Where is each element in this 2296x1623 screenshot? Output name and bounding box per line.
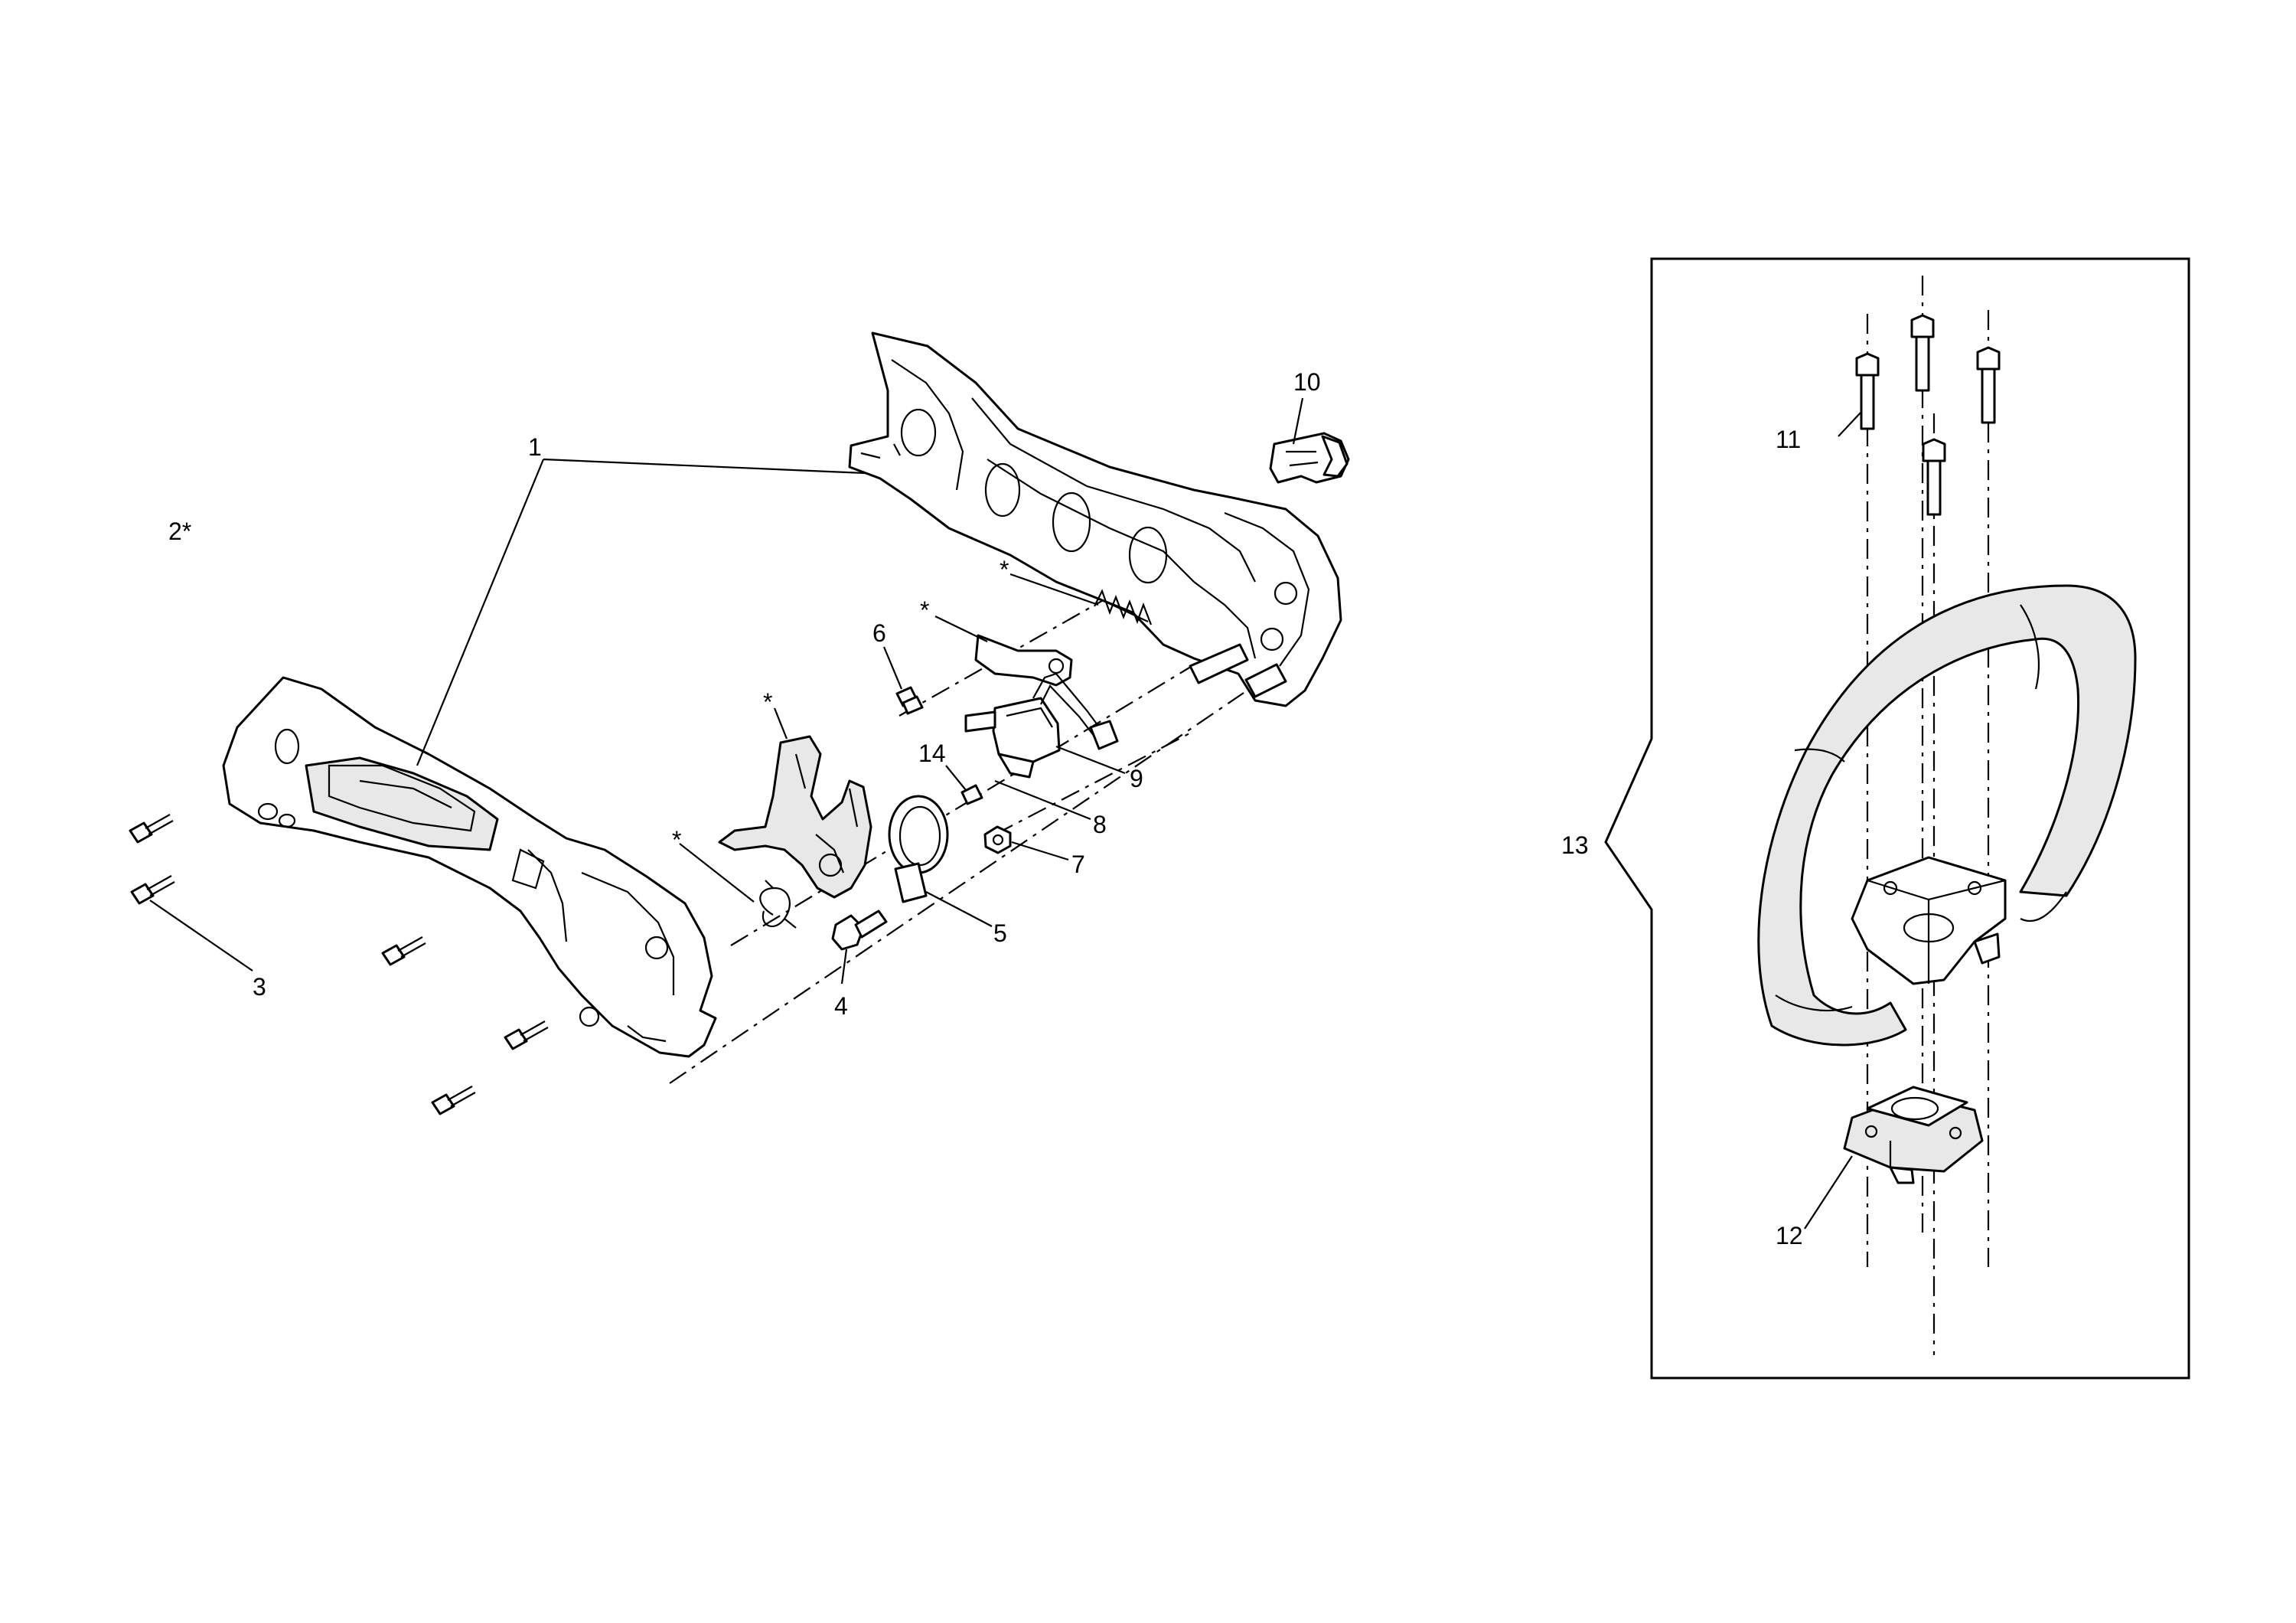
leader-locklever (773, 707, 788, 740)
part-6-screw (895, 686, 924, 715)
lower-housing-half (222, 676, 717, 1058)
leader-11 (1838, 411, 1862, 437)
bolt-c (1976, 346, 2001, 424)
leader-lever (934, 616, 988, 642)
detail-frame (1604, 257, 2190, 1380)
lock-lever (718, 735, 872, 899)
screw-a (129, 814, 174, 844)
callout-2: 2* (168, 518, 191, 545)
leader-8 (994, 779, 1091, 821)
bolt-b (1910, 314, 1935, 392)
callout-11: 11 (1776, 426, 1801, 453)
callout-10: 10 (1293, 368, 1321, 396)
callout-4: 4 (834, 992, 848, 1020)
leader-spring (1009, 573, 1099, 606)
callout-9: 9 (1130, 765, 1143, 792)
leader-torsion (679, 843, 755, 903)
rocker-lever (974, 634, 1073, 687)
bolt-d (1922, 438, 1946, 516)
part-5-clamp (888, 795, 949, 903)
callout-14: 14 (918, 740, 946, 767)
callout-8: 8 (1093, 811, 1107, 838)
leader-3a (149, 900, 253, 972)
callout-6: 6 (872, 619, 886, 647)
part-9-switch-assembly (964, 672, 1119, 779)
mark-lock-lever: * (763, 688, 772, 716)
callout-1: 1 (528, 433, 542, 461)
part-11-bolts (1855, 314, 2001, 516)
bolt-a (1855, 352, 1880, 430)
part-14-screw (960, 784, 983, 805)
leader-14 (945, 765, 967, 791)
callout-13: 13 (1561, 831, 1589, 859)
callout-3: 3 (253, 973, 266, 1001)
mark-spring: * (1000, 556, 1009, 583)
mark-lever: * (920, 596, 929, 624)
leader-9 (1055, 745, 1126, 775)
mark-torsion-spring: * (672, 826, 681, 854)
leader-7 (1011, 841, 1069, 861)
leader-6 (882, 646, 903, 690)
leader-12 (1804, 1155, 1853, 1229)
leader-4 (840, 949, 848, 985)
part-12-clamp-base (1843, 1086, 1984, 1184)
screw-e (431, 1086, 476, 1115)
upper-housing-half (848, 331, 1342, 707)
part-10-connector (1269, 432, 1350, 484)
callout-12: 12 (1776, 1222, 1803, 1249)
leader-10 (1292, 397, 1304, 445)
callout-7: 7 (1071, 851, 1085, 878)
part-7-nut (983, 825, 1012, 854)
callout-labels: 1 2* 3 4 5 6 7 8 9 10 11 12 13 14 * * * … (168, 368, 1803, 1249)
part-3-screws (129, 814, 549, 1115)
leader-1b (416, 459, 545, 766)
part-4-pin (831, 909, 888, 951)
screw-b (130, 875, 175, 905)
leader-1a (543, 458, 866, 475)
screw-d (504, 1020, 549, 1050)
leader-5 (925, 891, 993, 927)
part-13-loop-handle (1757, 584, 2137, 1047)
compression-spring (1094, 589, 1153, 625)
callout-5: 5 (993, 919, 1007, 947)
screw-c (381, 936, 426, 966)
leader-lines (149, 397, 1862, 1229)
torsion-spring (759, 880, 797, 929)
